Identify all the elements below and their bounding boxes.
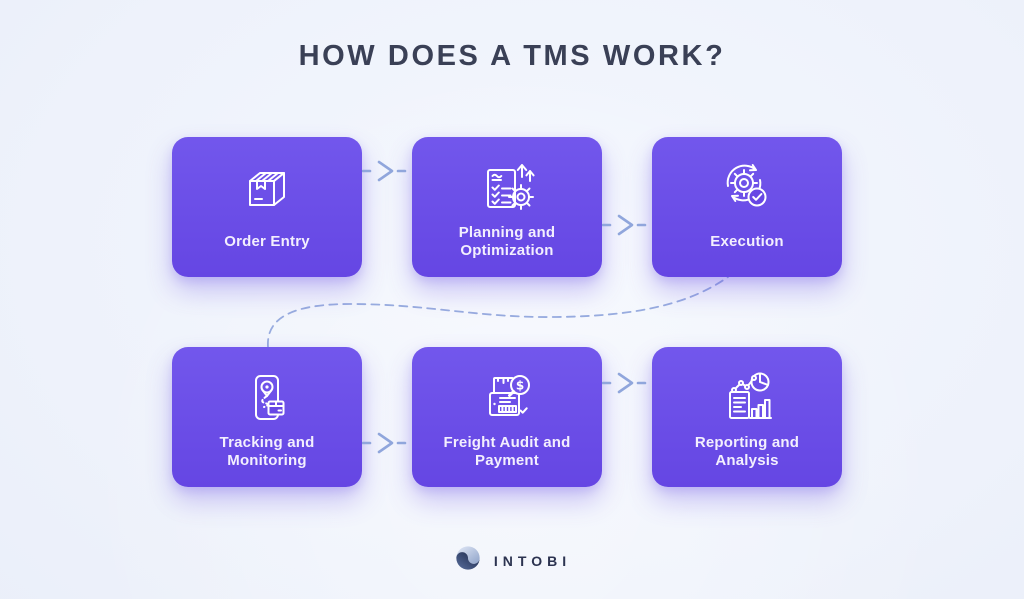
card-label: Reporting and Analysis [694,434,800,469]
card-execution: Execution [652,137,842,277]
background-blob [60,30,970,599]
flow-arrow-4 [602,372,652,394]
intobi-logo: INTOBI [0,543,1024,578]
flow-arrow-1 [362,160,412,182]
logo-text: INTOBI [493,552,572,569]
flow-arrow-3 [362,432,412,454]
phone-location-package-icon [235,365,299,431]
flow-arrow-2 [602,214,652,236]
card-tracking-monitoring: Tracking and Monitoring [172,347,362,487]
card-label: Order Entry [224,233,310,251]
planning-checklist-gear-icon [475,155,539,221]
report-charts-icon [715,365,779,431]
process-gear-check-icon [715,155,779,221]
card-label: Tracking and Monitoring [219,434,315,469]
card-freight-audit-payment: $ Freight Audit and Payment [412,347,602,487]
svg-text:$: $ [516,379,524,393]
page-title: HOW DOES A TMS WORK? [298,40,726,72]
card-label: Execution [710,233,784,251]
intobi-swirl-icon [453,543,483,578]
card-label: Freight Audit and Payment [443,434,571,469]
card-reporting-analysis: Reporting and Analysis [652,347,842,487]
card-planning-optimization: Planning and Optimization [412,137,602,277]
card-order-entry: Order Entry [172,137,362,277]
card-label: Planning and Optimization [458,224,556,259]
package-box-icon [235,155,299,221]
invoice-magnifier-dollar-icon: $ [475,365,539,431]
